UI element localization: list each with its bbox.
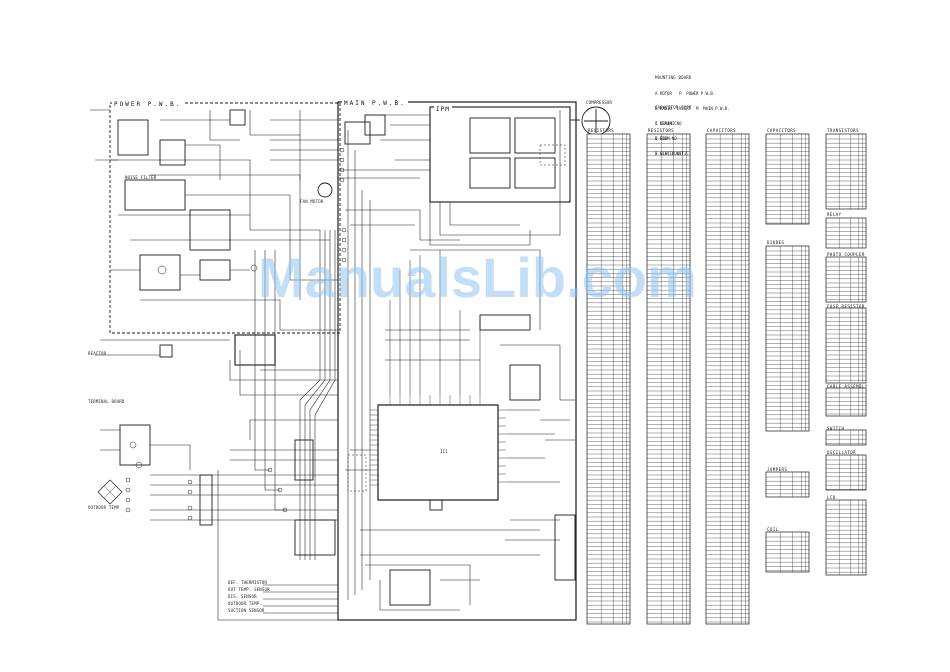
terminal-board-label: TERMINAL BOARD [88,399,125,404]
table-capacitors2-title: CAPACITORS [767,128,797,133]
table-capacitors-title: CAPACITORS [707,128,737,133]
table-resistors-title: RESISTORS [588,128,615,133]
legend-cap-line: 2 FILM [655,136,670,141]
legend-line: C DRAIN NO [655,121,682,126]
legend-line: D SUB NO [655,136,677,141]
power-pwb-label: POWER P.W.B. [112,101,184,108]
reactor-label: REACTOR [88,351,107,356]
ic-main-label: IC1 [440,449,448,454]
sensor-label-2: OUT TEMP. SENSOR [228,587,270,592]
sensor-label-5: SUCTION SENSOR [228,608,265,613]
table-cableassembly-title: CABLE ASSEMBLY [827,384,868,389]
power-pwb-border [109,102,341,334]
legend-cap-lines: 1 CERAMIC 2 FILM 3 ELECTROLYTIC [655,111,689,161]
legend-cap-title: CAPACITOR TYPE [655,105,692,110]
table-relay-title: RELAY [827,212,842,217]
table-fuseresistor-title: FUSE RESISTOR [827,304,865,309]
legend-cap-line: 1 CERAMIC [655,121,677,126]
legend-line: B RADIO INVERT M MAIN P.W.B. [655,106,730,111]
main-pwb-border [337,101,577,621]
sensor-label-3: DIS. SENSOR [228,594,257,599]
table-resistors2-title: RESISTORS [648,128,675,133]
table-transistors-title: TRANSISTORS [827,128,859,133]
table-photocoupler-title: PHOTO COUPLER [827,252,865,257]
noise-filter-label: NOISE FILTER [125,175,157,180]
ipm-label: IPM [434,106,452,113]
legend-mounting-lines: A ROTOR P POWER P.W.B. B RADIO INVERT M … [655,81,730,161]
fan-motor [317,182,333,198]
legend-mounting-title: MOUNTING BOARD [655,75,692,80]
main-ic [377,404,499,501]
table-coil-title: COIL [767,527,779,532]
legend-cap-line: 3 ELECTROLYTIC [655,151,689,156]
table-switch-title: SWITCH [827,426,845,431]
fan-motor-label: FAN MOTOR [300,199,324,204]
legend-line: E STATIC NET [655,151,684,156]
main-pwb-label: MAIN P.W.B. [342,100,408,107]
sensor-label-1: DEF. THERMISTOR [228,580,268,585]
table-jumpers-title: JUMPERS [767,467,788,472]
ipm-module [429,106,571,203]
terminal-board-symbol [97,479,123,505]
outdoor-temp-label: OUTDOOR TEMP [88,505,120,510]
legend-line: A ROTOR P POWER P.W.B. [655,91,716,96]
compressor-label: COMPRESSOR [586,100,613,105]
table-diodes-title: DIODES [767,240,785,245]
table-lcd-title: LCD [827,495,836,500]
sensor-label-4: OUTDOOR TEMP. [228,601,262,606]
table-oscillator-title: OSCILLATOR [827,450,857,455]
